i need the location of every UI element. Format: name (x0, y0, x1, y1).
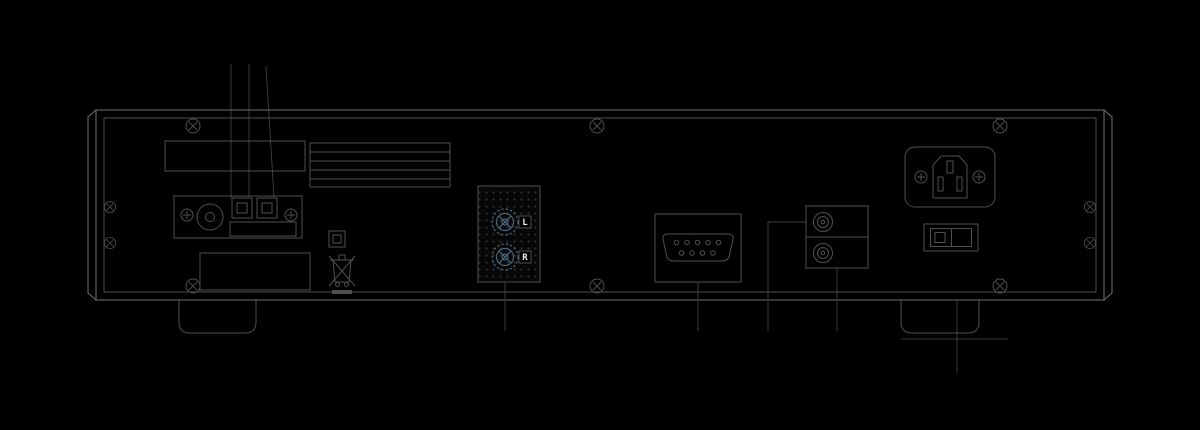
screw-icon (589, 278, 605, 294)
screw-icon (1084, 200, 1096, 214)
speaker-binding-post-right (491, 243, 519, 271)
square-port-left (231, 197, 253, 219)
rca-jack-top (813, 212, 833, 232)
weee-crossed-bin-icon (328, 254, 356, 294)
serial-label-plate (199, 252, 311, 291)
screw-icon (180, 208, 194, 222)
callout-lines-top (230, 64, 275, 199)
screw-icon (972, 170, 986, 184)
rs232-db9-port (654, 213, 742, 283)
screw-icon (284, 208, 298, 222)
screw-icon (992, 278, 1008, 294)
chassis-foot-left (178, 300, 257, 334)
terminal-slot (229, 221, 297, 237)
screw-icon (104, 200, 116, 214)
model-label-plate (164, 140, 306, 172)
right-channel-label-box (518, 250, 532, 264)
speaker-binding-post-left (491, 208, 519, 236)
chassis-right-bracket (1103, 109, 1113, 301)
spec-lines-plate (309, 142, 451, 188)
screw-icon (914, 170, 928, 184)
screw-icon (185, 278, 201, 294)
screw-icon (1084, 236, 1096, 250)
screw-icon (104, 236, 116, 250)
chassis-outline (87, 109, 1113, 301)
right-channel-label: R (522, 253, 528, 263)
callout-lines-bottom (504, 221, 958, 373)
input-connector-cluster (173, 195, 303, 239)
screw-icon (992, 118, 1008, 134)
optical-toslink-port (328, 230, 346, 248)
iec-power-inlet (904, 146, 996, 208)
power-rocker-switch (923, 223, 979, 252)
left-channel-label: L (522, 218, 528, 228)
chassis-left-bracket (87, 109, 97, 301)
screw-icon (589, 118, 605, 134)
left-channel-label-box (518, 215, 532, 229)
round-input-jack (196, 203, 224, 231)
square-port-right (256, 197, 278, 219)
rca-jack-bottom (813, 243, 833, 263)
rca-jack-pair (805, 205, 869, 269)
speaker-terminal-panel: L R (477, 185, 541, 283)
chassis-foot-right (900, 300, 1008, 340)
screw-icon (185, 118, 201, 134)
